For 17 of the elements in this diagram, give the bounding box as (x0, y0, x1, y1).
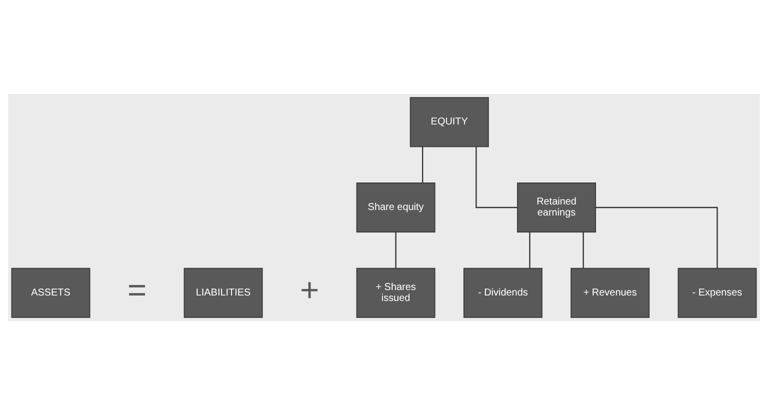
connector (476, 146, 518, 208)
node-box: ASSETS (11, 268, 90, 318)
connector (395, 232, 396, 268)
node-box: + Shares issued (356, 268, 436, 318)
connector (582, 232, 584, 268)
connector (596, 206, 718, 268)
connector (529, 232, 530, 268)
node-box: EQUITY (410, 97, 489, 148)
connector (422, 146, 424, 183)
label: = (127, 270, 147, 308)
node-box: Share equity (356, 182, 436, 232)
node-box: - Expenses (678, 268, 757, 318)
node-box: LIABILITIES (184, 268, 263, 318)
node-box: - Dividends (463, 268, 542, 318)
node-box: Retained earnings (517, 182, 596, 232)
label: + (300, 270, 320, 308)
node-box: + Revenues (570, 268, 650, 318)
